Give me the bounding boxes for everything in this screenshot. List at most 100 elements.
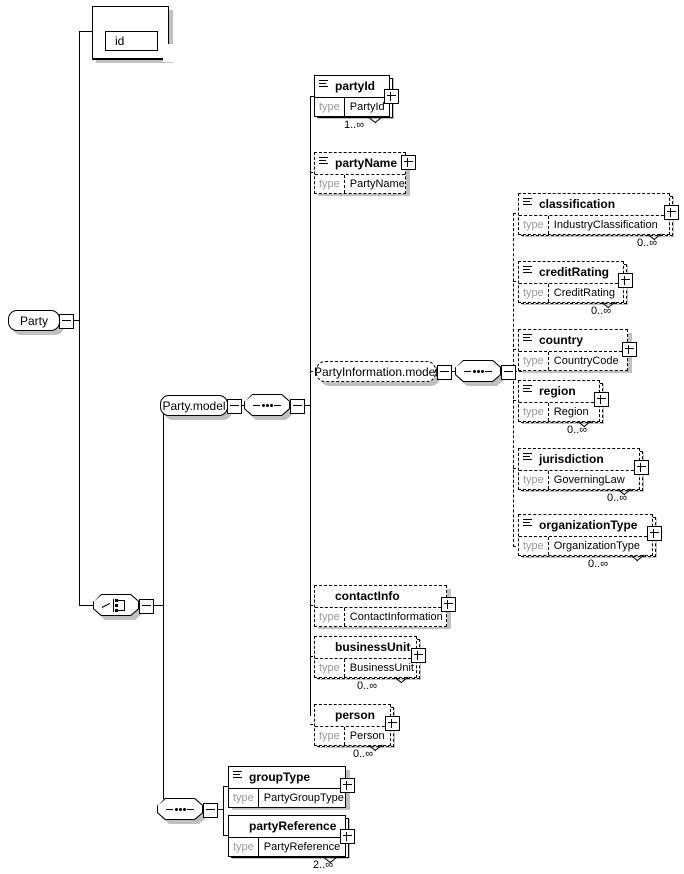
element-organizationType-expand-icon[interactable] bbox=[647, 526, 662, 541]
sequence-icon bbox=[253, 404, 281, 407]
element-contactInfo[interactable]: contactInfo type ContactInformation bbox=[314, 585, 451, 629]
type-label: type bbox=[315, 175, 345, 193]
element-creditRating-expand-icon[interactable] bbox=[618, 273, 633, 288]
element-jurisdiction-expand-icon[interactable] bbox=[634, 460, 649, 475]
compositor-group-sequence[interactable] bbox=[157, 798, 207, 824]
line-to-organizationtype bbox=[513, 546, 522, 547]
element-partyId-cardinality: 1..∞ bbox=[344, 119, 365, 131]
element-organizationType-body: organizationType type OrganizationType bbox=[518, 514, 653, 556]
element-creditRating[interactable]: creditRating type CreditRating bbox=[518, 261, 628, 305]
type-label: type bbox=[315, 659, 345, 677]
element-partyReference[interactable]: partyReference type PartyReference bbox=[228, 815, 350, 859]
sequence-marker-icon bbox=[523, 198, 532, 206]
element-businessUnit-cardinality: 0..∞ bbox=[357, 680, 378, 692]
line-group-seq-out bbox=[216, 809, 224, 810]
sequence-marker-icon bbox=[523, 385, 532, 393]
line-choice-branch-v bbox=[163, 405, 164, 606]
attributes-notch bbox=[163, 44, 175, 62]
element-jurisdiction[interactable]: jurisdiction type GoverningLaw bbox=[518, 448, 644, 492]
choice-icon bbox=[101, 599, 130, 612]
element-businessUnit-expand-icon[interactable] bbox=[411, 648, 426, 663]
element-region[interactable]: region type Region bbox=[518, 380, 604, 424]
element-partyId-expand-icon[interactable] bbox=[384, 89, 399, 104]
element-jurisdiction-name: jurisdiction bbox=[519, 449, 639, 470]
element-organizationType-cardinality: 0..∞ bbox=[588, 558, 609, 570]
element-businessUnit-body: businessUnit type BusinessUnit bbox=[314, 636, 417, 678]
type-label: type bbox=[519, 216, 549, 234]
element-partyId-hook bbox=[369, 117, 385, 125]
element-groupType-expand-icon[interactable] bbox=[340, 778, 355, 793]
element-groupType[interactable]: groupType type PartyGroupType bbox=[228, 766, 350, 810]
node-party-model-label: Party.model bbox=[160, 395, 228, 416]
element-classification-expand-icon[interactable] bbox=[664, 205, 679, 220]
compositor-party-model-sequence-collapse-icon[interactable] bbox=[290, 399, 305, 414]
element-businessUnit[interactable]: businessUnit type BusinessUnit bbox=[314, 636, 421, 680]
compositor-group-sequence-collapse-icon[interactable] bbox=[203, 803, 218, 818]
sequence-marker-icon bbox=[233, 771, 242, 779]
element-country-body: country type CountryCode bbox=[518, 329, 628, 371]
type-label: type bbox=[519, 403, 549, 421]
element-partyReference-type: PartyReference bbox=[263, 841, 341, 853]
node-partyinformation-model[interactable]: PartyInformation.model bbox=[314, 361, 440, 386]
type-label: type bbox=[229, 789, 259, 807]
element-creditRating-cardinality: 0..∞ bbox=[591, 305, 612, 317]
line-choice-out bbox=[152, 605, 164, 606]
compositor-root-choice[interactable] bbox=[93, 594, 143, 620]
line-to-partyreference bbox=[223, 835, 232, 836]
element-person-typerow: type Person bbox=[315, 726, 390, 745]
node-partyinformation-model-collapse-icon[interactable] bbox=[437, 365, 452, 380]
compositor-partyinformation-sequence-collapse-icon[interactable] bbox=[501, 365, 516, 380]
compositor-partyinformation-sequence[interactable] bbox=[455, 360, 505, 386]
element-person-expand-icon[interactable] bbox=[385, 716, 400, 731]
attribute-id[interactable]: id bbox=[105, 31, 162, 55]
element-classification-body: classification type IndustryClassificati… bbox=[518, 193, 670, 235]
element-country-typerow: type CountryCode bbox=[519, 351, 627, 370]
element-region-body: region type Region bbox=[518, 380, 600, 422]
element-partyName-body: partyName type PartyName bbox=[314, 152, 406, 194]
sequence-icon bbox=[464, 370, 492, 373]
element-partyName-expand-icon[interactable] bbox=[401, 155, 416, 170]
element-person-type: Person bbox=[349, 730, 385, 742]
node-party[interactable]: Party bbox=[8, 310, 64, 335]
element-contactInfo-typerow: type ContactInformation bbox=[315, 607, 446, 626]
line-partyinformation-model-out bbox=[450, 371, 456, 372]
element-partyReference-expand-icon[interactable] bbox=[340, 829, 355, 844]
element-jurisdiction-body: jurisdiction type GoverningLaw bbox=[518, 448, 640, 490]
element-partyId-type: PartyId bbox=[349, 101, 385, 113]
node-party-model[interactable]: Party.model bbox=[160, 395, 232, 420]
element-contactInfo-body: contactInfo type ContactInformation bbox=[314, 585, 447, 627]
element-contactInfo-expand-icon[interactable] bbox=[441, 597, 456, 612]
element-partyReference-cardinality: 2..∞ bbox=[313, 859, 334, 871]
type-label: type bbox=[519, 352, 549, 370]
element-person[interactable]: person type Person bbox=[314, 704, 395, 748]
line-group-spine-down bbox=[223, 809, 224, 836]
line-to-region bbox=[513, 400, 522, 401]
node-partyinformation-model-label: PartyInformation.model bbox=[314, 361, 438, 382]
element-groupType-type: PartyGroupType bbox=[263, 792, 344, 804]
sequence-marker-icon bbox=[319, 157, 328, 165]
type-label: type bbox=[315, 608, 345, 626]
element-region-typerow: type Region bbox=[519, 402, 599, 421]
element-country-expand-icon[interactable] bbox=[622, 342, 637, 357]
element-partyName[interactable]: partyName type PartyName bbox=[314, 152, 410, 196]
line-choice-branch-v2 bbox=[163, 605, 164, 810]
element-contactInfo-type: ContactInformation bbox=[349, 611, 443, 623]
element-person-body: person type Person bbox=[314, 704, 391, 746]
element-organizationType[interactable]: organizationType type OrganizationType bbox=[518, 514, 657, 558]
element-region-expand-icon[interactable] bbox=[594, 392, 609, 407]
element-partyId-name: partyId bbox=[315, 76, 389, 97]
node-party-collapse-icon[interactable] bbox=[59, 314, 74, 329]
compositor-party-model-sequence[interactable] bbox=[244, 394, 294, 420]
element-partyId[interactable]: partyId type PartyId bbox=[314, 75, 394, 119]
element-country[interactable]: country type CountryCode bbox=[518, 329, 632, 373]
sequence-icon bbox=[166, 808, 194, 811]
element-creditRating-name: creditRating bbox=[519, 262, 623, 283]
node-party-model-collapse-icon[interactable] bbox=[227, 399, 242, 414]
compositor-root-choice-collapse-icon[interactable] bbox=[139, 599, 154, 614]
line-partyinfo-spine-down bbox=[513, 371, 514, 547]
element-jurisdiction-type: GoverningLaw bbox=[553, 474, 625, 486]
element-organizationType-typerow: type OrganizationType bbox=[519, 536, 652, 555]
element-partyName-typerow: type PartyName bbox=[315, 174, 405, 193]
element-classification[interactable]: classification type IndustryClassificati… bbox=[518, 193, 674, 237]
